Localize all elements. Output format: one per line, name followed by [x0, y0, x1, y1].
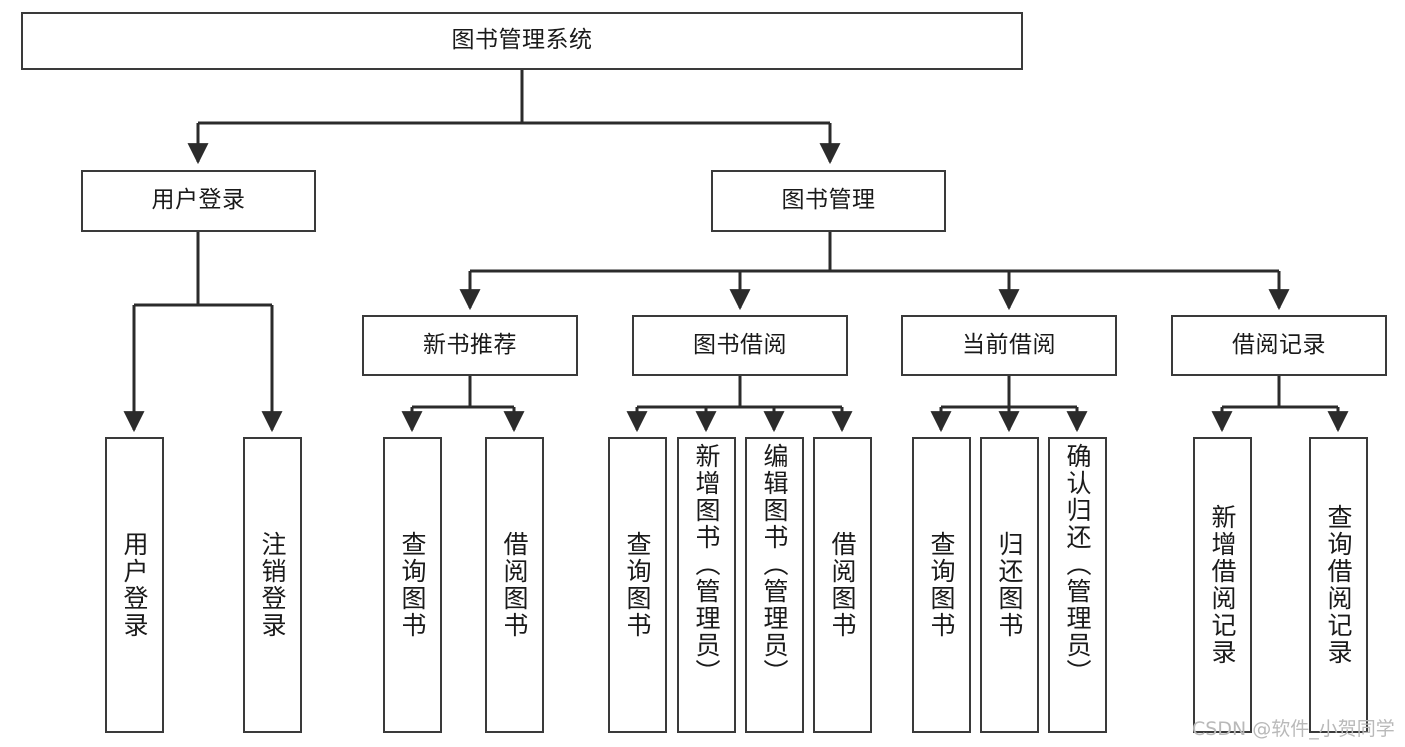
- node-leaf-user-login[interactable]: 用户登录: [105, 437, 164, 733]
- node-label: 查询图书: [398, 531, 427, 639]
- node-label: 借阅记录: [1232, 331, 1326, 358]
- node-label: 新书推荐: [423, 331, 517, 358]
- node-leaf-return-book[interactable]: 归还图书: [980, 437, 1039, 733]
- node-leaf-borrow-book-2[interactable]: 借阅图书: [813, 437, 872, 733]
- node-leaf-logout-login[interactable]: 注销登录: [243, 437, 302, 733]
- csdn-watermark: CSDN @软件_小贺同学: [1192, 718, 1395, 740]
- node-leaf-add-book-admin[interactable]: 新增图书（管理员）: [677, 437, 736, 733]
- node-label: 归还图书: [995, 531, 1024, 639]
- node-leaf-query-borrow-record[interactable]: 查询借阅记录: [1309, 437, 1368, 733]
- node-label: 查询借阅记录: [1324, 504, 1353, 666]
- node-label: 注销登录: [258, 531, 287, 639]
- node-label: 确认归还（管理员）: [1063, 443, 1092, 686]
- node-book-borrow[interactable]: 图书借阅: [632, 315, 848, 376]
- node-label: 查询图书: [927, 531, 956, 639]
- node-label: 当前借阅: [962, 331, 1056, 358]
- node-label: 图书管理系统: [451, 27, 593, 54]
- node-leaf-query-book-1[interactable]: 查询图书: [383, 437, 442, 733]
- node-label: 图书管理: [781, 187, 876, 214]
- node-label: 借阅图书: [500, 531, 529, 639]
- node-label: 查询图书: [623, 531, 652, 639]
- node-label: 用户登录: [151, 187, 246, 214]
- node-user-login[interactable]: 用户登录: [81, 170, 316, 232]
- node-label: 借阅图书: [828, 531, 857, 639]
- node-label: 编辑图书（管理员）: [760, 443, 789, 686]
- node-leaf-query-book-2[interactable]: 查询图书: [608, 437, 667, 733]
- node-leaf-add-borrow-record[interactable]: 新增借阅记录: [1193, 437, 1252, 733]
- node-label: 新增借阅记录: [1208, 504, 1237, 666]
- node-book-manage[interactable]: 图书管理: [711, 170, 946, 232]
- node-label: 图书借阅: [693, 331, 787, 358]
- node-root-system[interactable]: 图书管理系统: [21, 12, 1023, 70]
- node-leaf-borrow-book-1[interactable]: 借阅图书: [485, 437, 544, 733]
- node-new-book-recommend[interactable]: 新书推荐: [362, 315, 578, 376]
- node-leaf-confirm-return-admin[interactable]: 确认归还（管理员）: [1048, 437, 1107, 733]
- node-label: 用户登录: [120, 531, 149, 639]
- node-label: 新增图书（管理员）: [692, 443, 721, 686]
- node-leaf-edit-book-admin[interactable]: 编辑图书（管理员）: [745, 437, 804, 733]
- node-borrow-record[interactable]: 借阅记录: [1171, 315, 1387, 376]
- node-leaf-query-book-3[interactable]: 查询图书: [912, 437, 971, 733]
- node-current-borrow[interactable]: 当前借阅: [901, 315, 1117, 376]
